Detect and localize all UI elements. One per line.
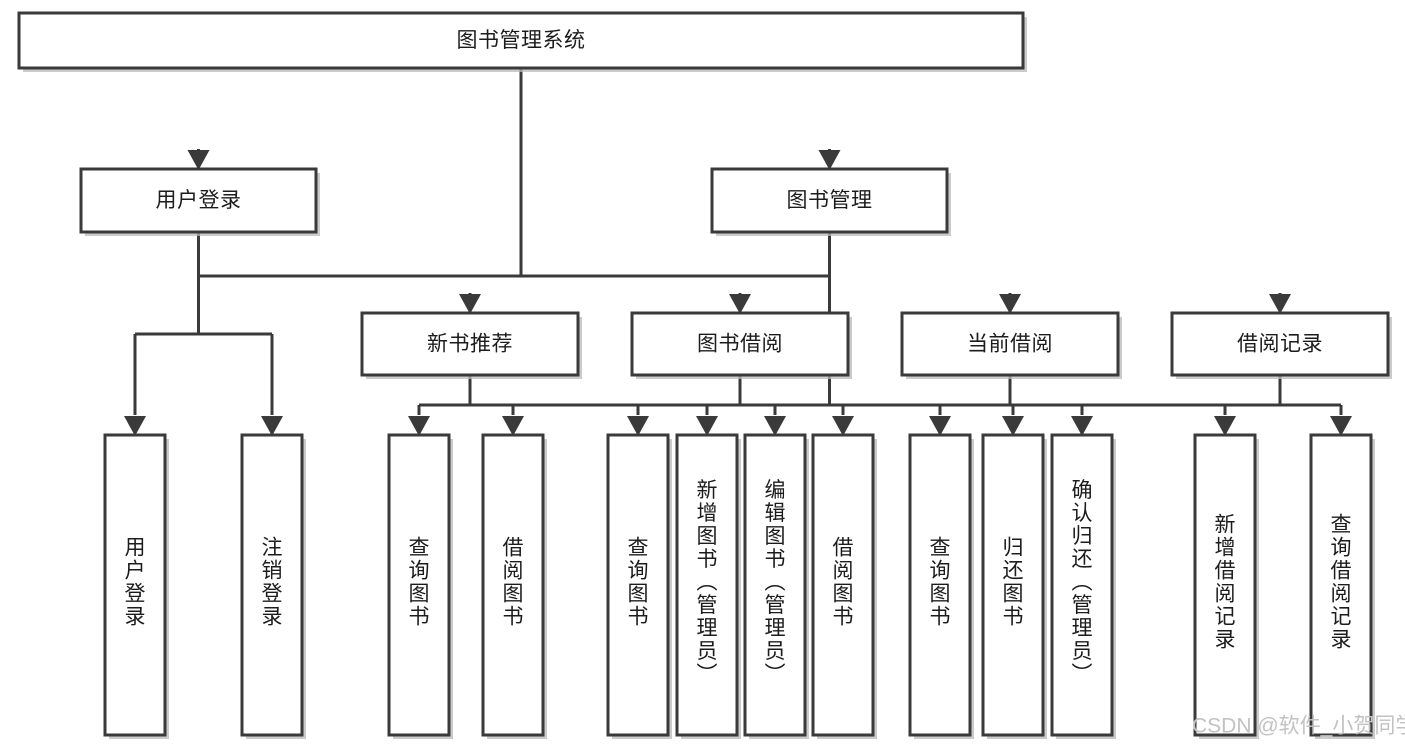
node-label: 查询图书	[628, 537, 649, 629]
node-rect[interactable]	[481, 433, 545, 737]
node-rect[interactable]	[360, 311, 580, 377]
arrow-head-icon	[764, 416, 786, 436]
node-leaf-user-logout[interactable]: 注销登录	[240, 433, 306, 739]
node-rect[interactable]	[387, 433, 451, 737]
node-leaf-edit-book-admin[interactable]: 编辑图书︵管理员︶	[743, 433, 809, 739]
node-rect[interactable]	[1193, 433, 1257, 737]
node-label: 当前借阅	[967, 333, 1053, 356]
node-leaf-borrow-book-recommend[interactable]: 借阅图书	[481, 433, 547, 739]
node-label: 查询图书	[409, 537, 430, 629]
arrow-head-icon	[408, 416, 430, 436]
arrow-head-icon	[124, 416, 146, 436]
node-layer: 图书管理系统用户登录图书管理新书推荐图书借阅当前借阅借阅记录用户登录注销登录查询…	[17, 11, 1392, 739]
arrow-head-icon	[929, 416, 951, 436]
node-label: 归还图书	[1003, 537, 1024, 629]
node-rect[interactable]	[103, 433, 167, 737]
arrow-head-icon	[459, 294, 481, 314]
node-leaf-return-book[interactable]: 归还图书	[981, 433, 1047, 739]
node-leaf-query-book-recommend[interactable]: 查询图书	[387, 433, 453, 739]
node-book-borrow[interactable]: 图书借阅	[630, 311, 852, 379]
node-book-manage[interactable]: 图书管理	[710, 167, 951, 236]
node-label: 用户登录	[156, 189, 242, 212]
node-label: 图书管理	[787, 189, 873, 212]
node-rect[interactable]	[79, 167, 318, 234]
node-current-borrow[interactable]: 当前借阅	[900, 311, 1122, 379]
node-label: 图书借阅	[697, 333, 783, 356]
node-rect[interactable]	[1170, 311, 1390, 377]
arrow-head-icon	[1002, 416, 1024, 436]
node-new-book-recommend[interactable]: 新书推荐	[360, 311, 582, 379]
node-rect[interactable]	[908, 433, 972, 737]
node-leaf-user-login[interactable]: 用户登录	[103, 433, 169, 739]
node-rect[interactable]	[675, 433, 739, 737]
node-leaf-add-book-admin[interactable]: 新增图书︵管理员︶	[675, 433, 741, 739]
node-rect[interactable]	[240, 433, 304, 737]
arrow-head-icon	[999, 294, 1021, 314]
node-user-login[interactable]: 用户登录	[79, 167, 320, 236]
arrow-head-icon	[187, 150, 210, 170]
watermark-label: CSDN @软件_小贺同学	[1192, 715, 1405, 738]
node-leaf-query-borrow-record[interactable]: 查询借阅记录	[1309, 433, 1375, 739]
arrow-head-icon	[1214, 416, 1236, 436]
node-rect[interactable]	[1309, 433, 1373, 737]
node-rect[interactable]	[1050, 433, 1114, 737]
node-label: 编辑图书︵管理员︶	[765, 479, 786, 686]
arrow-head-icon	[1269, 294, 1291, 314]
node-label: 新书推荐	[427, 333, 513, 356]
arrow-head-icon	[261, 416, 283, 436]
node-label: 借阅图书	[833, 537, 854, 629]
node-leaf-confirm-return-admin[interactable]: 确认归还︵管理员︶	[1050, 433, 1116, 739]
node-label: 借阅记录	[1237, 333, 1323, 356]
arrow-head-icon	[818, 150, 841, 170]
node-rect[interactable]	[811, 433, 875, 737]
node-label: 图书管理系统	[457, 29, 586, 52]
node-root[interactable]: 图书管理系统	[17, 11, 1027, 72]
node-label: 查询借阅记录	[1331, 514, 1352, 652]
node-label: 新增借阅记录	[1215, 514, 1236, 652]
node-rect[interactable]	[981, 433, 1045, 737]
arrow-head-icon	[696, 416, 718, 436]
arrow-head-icon	[1071, 416, 1093, 436]
node-rect[interactable]	[900, 311, 1120, 377]
arrow-head-icon	[832, 416, 854, 436]
node-label: 借阅图书	[503, 537, 524, 629]
arrow-head-icon	[729, 294, 751, 314]
node-label: 查询图书	[930, 537, 951, 629]
node-rect[interactable]	[630, 311, 850, 377]
node-leaf-query-book-current[interactable]: 查询图书	[908, 433, 974, 739]
node-label: 注销登录	[262, 537, 283, 629]
node-leaf-query-book-borrow[interactable]: 查询图书	[606, 433, 672, 739]
arrow-head-icon	[502, 416, 524, 436]
node-label: 确认归还︵管理员︶	[1072, 479, 1093, 686]
node-rect[interactable]	[606, 433, 670, 737]
node-leaf-add-borrow-record[interactable]: 新增借阅记录	[1193, 433, 1259, 739]
node-rect[interactable]	[17, 11, 1025, 70]
node-label: 新增图书︵管理员︶	[697, 479, 718, 686]
arrow-head-icon	[1330, 416, 1352, 436]
arrow-head-icon	[627, 416, 649, 436]
node-rect[interactable]	[710, 167, 949, 234]
node-leaf-borrow-book[interactable]: 借阅图书	[811, 433, 877, 739]
node-borrow-record[interactable]: 借阅记录	[1170, 311, 1392, 379]
node-label: 用户登录	[125, 537, 146, 629]
node-rect[interactable]	[743, 433, 807, 737]
connector-layer	[124, 68, 1352, 436]
